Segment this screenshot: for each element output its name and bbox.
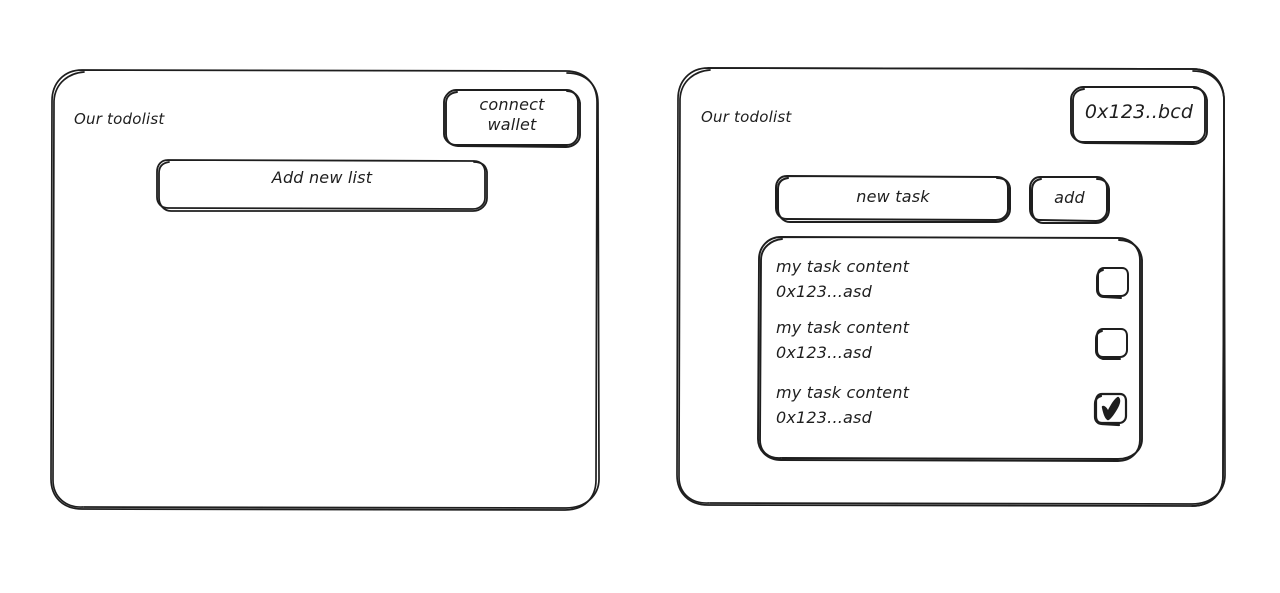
task-content: my task content — [776, 257, 910, 276]
task-checkbox-checked[interactable] — [1094, 393, 1128, 425]
task-checkbox[interactable] — [1095, 328, 1129, 360]
task-row[interactable]: my task content 0x123...asd — [776, 257, 1126, 308]
new-task-input-value: new task — [856, 187, 930, 206]
wallet-address-label: 0x123..bcd — [1084, 101, 1194, 123]
connect-wallet-label-line1: connect — [479, 95, 545, 114]
task-owner: 0x123...asd — [776, 343, 872, 362]
connect-wallet-button[interactable]: connect wallet — [444, 90, 580, 147]
add-new-list-label: Add new list — [271, 168, 373, 187]
task-row[interactable]: my task content 0x123...asd — [776, 318, 1126, 369]
connect-wallet-label-line2: wallet — [487, 115, 537, 134]
page-title-right: Our todolist — [701, 108, 792, 126]
add-task-label: add — [1054, 188, 1085, 207]
task-owner: 0x123...asd — [776, 282, 872, 301]
task-content: my task content — [776, 318, 910, 337]
task-content: my task content — [776, 383, 910, 402]
task-checkbox[interactable] — [1096, 267, 1130, 299]
page-title-left: Our todolist — [74, 110, 165, 128]
wallet-address-badge[interactable]: 0x123..bcd — [1071, 87, 1207, 144]
add-new-list-button[interactable]: Add new list — [157, 160, 487, 211]
new-task-input[interactable]: new task — [776, 176, 1010, 222]
add-task-button[interactable]: add — [1030, 177, 1109, 223]
task-owner: 0x123...asd — [776, 408, 872, 427]
task-row[interactable]: my task content 0x123...asd — [776, 383, 1126, 434]
